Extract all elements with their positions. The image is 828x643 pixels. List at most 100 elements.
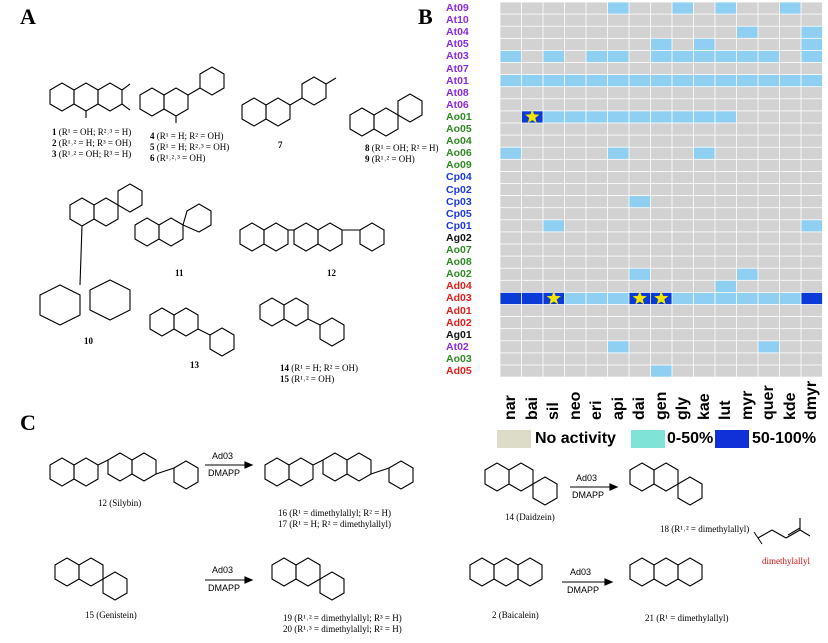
heatmap-cell-At01-dai bbox=[629, 75, 651, 87]
product-21-label: 21 (R¹ = dimethylallyl) bbox=[645, 613, 729, 623]
heatmap-cell-Ao05-dmyr bbox=[801, 123, 823, 135]
heatmap-cell-Ad04-gen bbox=[650, 280, 672, 292]
heatmap-cell-Ao09-gly bbox=[672, 159, 694, 171]
heatmap-cell-Ao04-dai bbox=[629, 135, 651, 147]
compound-label-1: 1 (R¹ = OH; R²˒³ = H) bbox=[52, 127, 132, 137]
heatmap-cell-Ao08-gly bbox=[672, 256, 694, 268]
heatmap-cell-Cp04-lut bbox=[715, 171, 737, 184]
heatmap-cell-Ag02-gen bbox=[650, 232, 672, 244]
heatmap-cell-Ao02-dmyr bbox=[801, 268, 823, 280]
heatmap-cell-Ao06-dmyr bbox=[801, 147, 823, 159]
heatmap-cell-At04-dai bbox=[629, 26, 651, 38]
heatmap-cell-At02-nar bbox=[500, 341, 522, 353]
heatmap-cell-At03-neo bbox=[564, 50, 586, 63]
compound-label-5: 5 (R¹ = H; R²˒³ = OH) bbox=[150, 142, 230, 152]
heatmap-cell-Ao03-gly bbox=[672, 353, 694, 365]
heatmap-cell-Ad05-bai bbox=[521, 365, 543, 377]
heatmap-cell-Ao04-kae bbox=[693, 135, 715, 147]
heatmap-cell-At10-dmyr bbox=[801, 14, 823, 26]
row-label-At07: At07 bbox=[446, 62, 469, 75]
heatmap-cell-At09-kde bbox=[779, 2, 801, 14]
heatmap-cell-Ad02-api bbox=[607, 317, 629, 329]
heatmap-cell-Ad03-dmyr bbox=[801, 292, 823, 305]
heatmap-cell-Ad05-dmyr bbox=[801, 365, 823, 377]
heatmap-cell-Ad02-bai bbox=[521, 317, 543, 329]
heatmap-cell-Cp01-eri bbox=[586, 220, 608, 232]
heatmap-cell-At06-quer bbox=[758, 99, 780, 111]
heatmap-cell-At03-kae bbox=[693, 50, 715, 63]
legend-swatch-no-activity bbox=[497, 430, 531, 448]
heatmap-cell-Ao07-nar bbox=[500, 244, 522, 256]
heatmap-cell-At10-kae bbox=[693, 14, 715, 26]
heatmap-cell-Ao02-kae bbox=[693, 268, 715, 280]
heatmap-cell-Cp03-myr bbox=[736, 196, 758, 208]
heatmap-cell-Ao05-nar bbox=[500, 123, 522, 135]
heatmap-cell-At04-api bbox=[607, 26, 629, 38]
row-label-Ad03: Ad03 bbox=[446, 292, 472, 305]
heatmap-cell-At01-lut bbox=[715, 75, 737, 87]
heatmap-cell-At09-api bbox=[607, 2, 629, 14]
heatmap-cell-Ao05-bai bbox=[521, 123, 543, 135]
heatmap-cell-Ao04-gly bbox=[672, 135, 694, 147]
compound-label-12: 12 bbox=[327, 268, 336, 278]
baicalein-product-structure bbox=[629, 557, 703, 587]
heatmap-cell-Ao08-gen bbox=[650, 256, 672, 268]
heatmap-cell-Ad05-lut bbox=[715, 365, 737, 377]
heatmap-cell-At08-lut bbox=[715, 87, 737, 99]
heatmap-cell-At02-sil bbox=[543, 341, 565, 353]
heatmap-cell-Cp04-sil bbox=[543, 171, 565, 184]
row-label-Ao04: Ao04 bbox=[446, 135, 472, 148]
row-label-Ad01: Ad01 bbox=[446, 304, 472, 317]
heatmap-cell-Ad04-bai bbox=[521, 280, 543, 292]
legend-swatch-low bbox=[631, 430, 665, 448]
heatmap-cell-At09-neo bbox=[564, 2, 586, 14]
heatmap-cell-At08-gen bbox=[650, 87, 672, 99]
heatmap-cell-Ao04-myr bbox=[736, 135, 758, 147]
heatmap-cell-Ag02-quer bbox=[758, 232, 780, 244]
heatmap-cell-Ao03-api bbox=[607, 353, 629, 365]
heatmap-cell-Cp03-kae bbox=[693, 196, 715, 208]
heatmap-cell-Ag02-nar bbox=[500, 232, 522, 244]
row-label-At06: At06 bbox=[446, 98, 469, 111]
heatmap-cell-Cp05-myr bbox=[736, 208, 758, 220]
heatmap-cell-Cp02-gly bbox=[672, 183, 694, 196]
heatmap-cell-At04-gly bbox=[672, 26, 694, 38]
heatmap-cell-Cp01-quer bbox=[758, 220, 780, 232]
heatmap-cell-Ao09-myr bbox=[736, 159, 758, 171]
column-label-bai: bai bbox=[523, 396, 541, 420]
heatmap-cell-Ad01-quer bbox=[758, 304, 780, 317]
enzyme-label-1: Ad03 bbox=[212, 451, 234, 461]
heatmap-cell-Ao04-kde bbox=[779, 135, 801, 147]
heatmap-cell-At05-nar bbox=[500, 38, 522, 50]
row-label-Cp01: Cp01 bbox=[446, 219, 472, 232]
compound-label-8: 8 (R¹ = OH; R² = H) bbox=[365, 143, 439, 153]
heatmap-cell-Ag01-lut bbox=[715, 329, 737, 341]
heatmap-cell-At10-eri bbox=[586, 14, 608, 26]
heatmap-cell-Ao01-gen bbox=[650, 111, 672, 123]
heatmap-cell-Cp03-kde bbox=[779, 196, 801, 208]
compound-label-11: 11 bbox=[175, 268, 184, 278]
heatmap-cell-Ao09-lut bbox=[715, 159, 737, 171]
structure-1-3 bbox=[49, 82, 131, 118]
heatmap-cell-Cp04-dai bbox=[629, 171, 651, 184]
heatmap-cell-At01-api bbox=[607, 75, 629, 87]
heatmap-cell-Ao05-gly bbox=[672, 123, 694, 135]
heatmap-cell-Ao04-sil bbox=[543, 135, 565, 147]
heatmap-cell-At02-kde bbox=[779, 341, 801, 353]
row-label-Cp02: Cp02 bbox=[446, 183, 472, 196]
heatmap-cell-Cp03-gly bbox=[672, 196, 694, 208]
heatmap-cell-Cp01-gen bbox=[650, 220, 672, 232]
heatmap-cell-At10-sil bbox=[543, 14, 565, 26]
heatmap-cell-Ao08-kde bbox=[779, 256, 801, 268]
heatmap-cell-At05-api bbox=[607, 38, 629, 50]
star-marker-Ad03-gen bbox=[654, 290, 669, 305]
heatmap-cell-Cp05-neo bbox=[564, 208, 586, 220]
heatmap-cell-Ao04-neo bbox=[564, 135, 586, 147]
heatmap-cell-Cp05-gly bbox=[672, 208, 694, 220]
heatmap-cell-Cp05-dai bbox=[629, 208, 651, 220]
row-label-Ad05: Ad05 bbox=[446, 365, 472, 377]
structure-8-9 bbox=[349, 93, 423, 137]
heatmap-cell-Ao07-sil bbox=[543, 244, 565, 256]
column-label-api: api bbox=[609, 396, 627, 420]
heatmap-cell-Ao02-dai bbox=[629, 268, 651, 280]
